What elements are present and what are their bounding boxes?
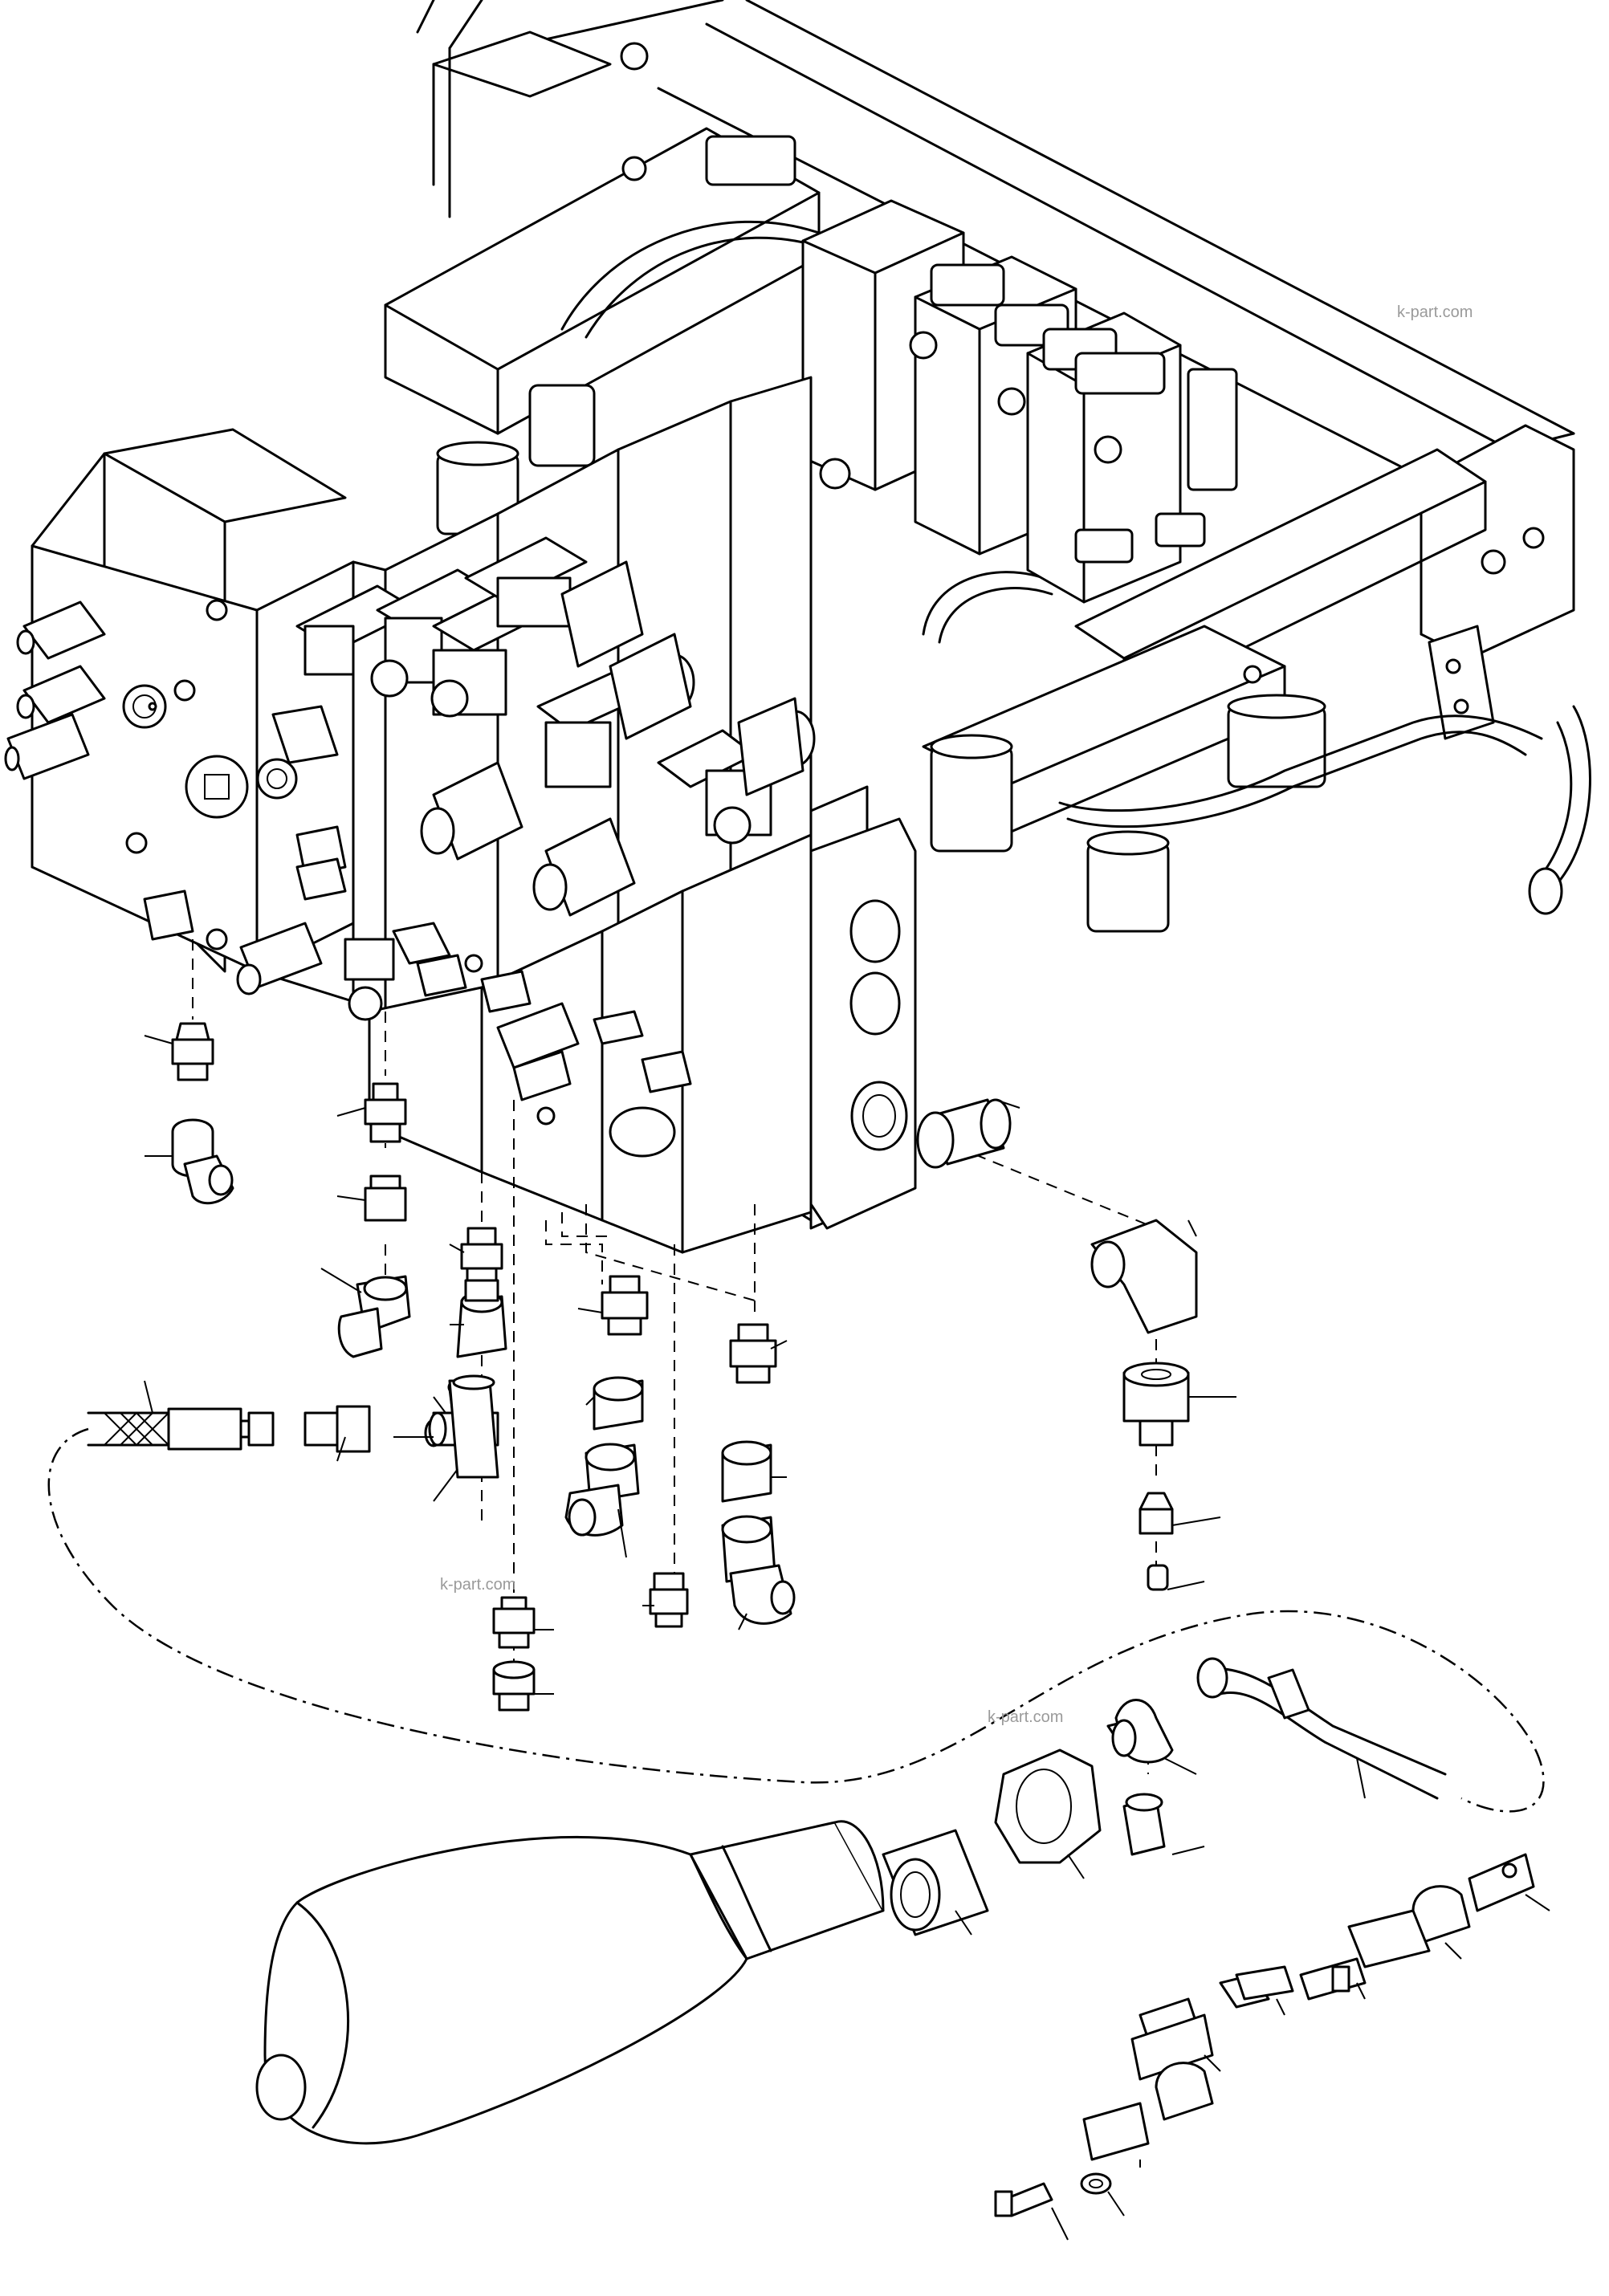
clamp-hardware <box>994 1853 1535 2217</box>
fittings-column-1 <box>171 1022 234 1205</box>
accumulator <box>255 1820 885 2145</box>
right-elbow-fittings <box>916 1098 1198 1591</box>
fittings-column-7 <box>492 1596 536 1712</box>
watermark-top-right: k-part.com <box>1397 303 1473 321</box>
leader-lines <box>144 1035 1550 2241</box>
watermark-middle-left: k-part.com <box>440 1576 515 1594</box>
watermark-middle-right: k-part.com <box>988 1708 1063 1726</box>
machine-frame <box>384 0 1591 933</box>
fittings-column-6 <box>649 1572 689 1628</box>
test-hose <box>87 1374 499 1479</box>
fittings-column-4 <box>564 1275 649 1537</box>
fittings-column-2 <box>337 1082 411 1358</box>
fittings-column-5 <box>721 1323 796 1625</box>
accumulator-fittings <box>882 1657 1447 1936</box>
main-valve-block <box>4 376 917 1254</box>
